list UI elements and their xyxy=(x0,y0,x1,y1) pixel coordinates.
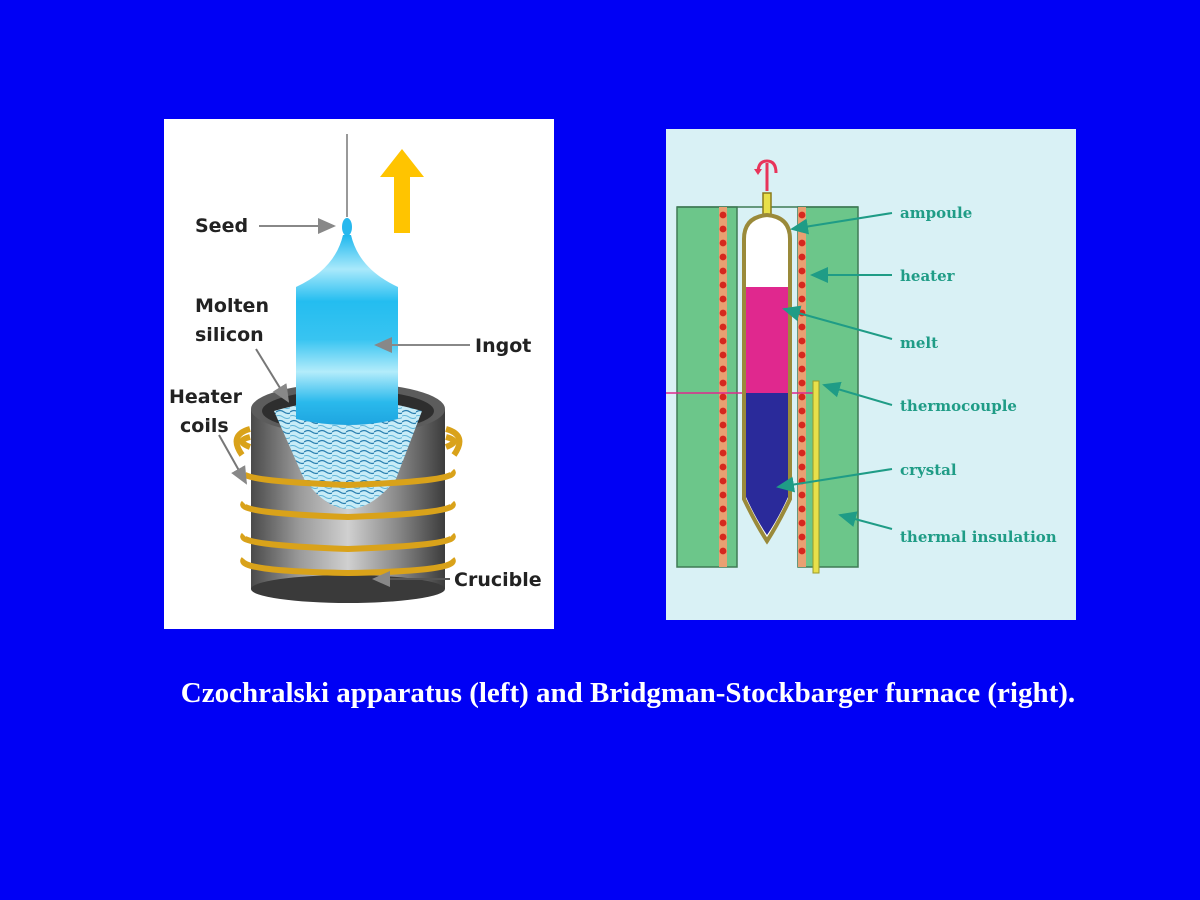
heater-dot xyxy=(798,253,806,261)
thermocouple-pointer xyxy=(822,381,893,406)
label-thermocouple: thermocouple xyxy=(900,397,1017,415)
ampoule-pointer xyxy=(790,212,893,235)
heater-dot xyxy=(719,239,727,247)
heater-dot xyxy=(798,449,806,457)
insulation-pointer xyxy=(838,511,893,530)
heater-dot xyxy=(719,351,727,359)
heater-dot xyxy=(719,337,727,345)
label-heater-2: coils xyxy=(180,415,229,437)
heater-dot xyxy=(719,463,727,471)
heater-dot xyxy=(719,323,727,331)
label-heater: heater xyxy=(900,267,956,285)
heater-dot xyxy=(798,281,806,289)
melt-pointer xyxy=(782,305,893,340)
heater-dot xyxy=(719,407,727,415)
heater-dot xyxy=(798,519,806,527)
label-crucible: Crucible xyxy=(454,569,542,591)
seed-icon xyxy=(342,218,352,236)
bridgman-svg: ampoule heater melt thermocouple crystal… xyxy=(666,159,1057,574)
heater-dot xyxy=(719,505,727,513)
heater-dot xyxy=(798,365,806,373)
heater-dot xyxy=(798,211,806,219)
heater-pointer xyxy=(218,434,247,485)
heater-dot xyxy=(798,295,806,303)
label-seed: Seed xyxy=(195,215,248,237)
heater-dot xyxy=(798,435,806,443)
figure-caption: Czochralski apparatus (left) and Bridgma… xyxy=(180,677,1076,709)
heater-dot xyxy=(719,491,727,499)
heater-dot xyxy=(798,337,806,345)
heater-dot xyxy=(719,435,727,443)
czochralski-diagram: Seed Molten silicon Ingot Heater coils C… xyxy=(164,119,554,629)
label-melt: melt xyxy=(900,334,938,352)
heater-dot xyxy=(719,267,727,275)
heater-dot xyxy=(798,491,806,499)
heater-dot xyxy=(719,295,727,303)
heater-dot xyxy=(719,477,727,485)
label-molten-2: silicon xyxy=(195,324,264,346)
label-heater-1: Heater xyxy=(169,386,243,408)
heater-dot xyxy=(798,351,806,359)
heater-dot xyxy=(719,211,727,219)
heater-dot xyxy=(719,519,727,527)
heater-dot xyxy=(719,547,727,555)
label-ingot: Ingot xyxy=(475,335,531,357)
bridgman-diagram: ampoule heater melt thermocouple crystal… xyxy=(666,129,1076,620)
heater-dot xyxy=(798,267,806,275)
heater-dot xyxy=(719,253,727,261)
heater-strip-right xyxy=(798,207,806,567)
czochralski-svg: Seed Molten silicon Ingot Heater coils C… xyxy=(169,134,542,603)
insulation-left xyxy=(676,206,738,568)
heater-dot xyxy=(719,379,727,387)
heater-dot xyxy=(798,533,806,541)
heater-dot xyxy=(798,379,806,387)
label-ampoule: ampoule xyxy=(900,204,972,222)
pull-up-arrow-icon xyxy=(380,149,424,233)
heater-strip-left xyxy=(719,207,727,567)
heater-dot xyxy=(798,547,806,555)
heater-dot xyxy=(719,225,727,233)
heater-dot xyxy=(719,421,727,429)
heater-dot xyxy=(719,393,727,401)
ingot-icon xyxy=(296,235,398,425)
heater-dot xyxy=(798,421,806,429)
ampoule-icon xyxy=(742,192,792,545)
label-molten-1: Molten xyxy=(195,295,269,317)
heater-dot xyxy=(798,239,806,247)
molten-pointer xyxy=(255,348,290,403)
crystal-pointer xyxy=(776,468,893,493)
heater-dot xyxy=(798,505,806,513)
heater-coils-icon xyxy=(239,434,457,577)
heater-dot xyxy=(719,533,727,541)
heater-dot xyxy=(798,407,806,415)
rotation-icon xyxy=(754,159,778,191)
label-thermal-insulation: thermal insulation xyxy=(900,528,1057,546)
heater-dot xyxy=(719,309,727,317)
heater-dot xyxy=(719,365,727,373)
heater-dot xyxy=(798,463,806,471)
heater-icon xyxy=(719,211,806,555)
label-crystal: crystal xyxy=(900,461,957,479)
heater-dot xyxy=(798,393,806,401)
heater-dot xyxy=(719,449,727,457)
heater-dot xyxy=(798,323,806,331)
thermocouple-icon xyxy=(812,380,820,574)
heater-dot xyxy=(719,281,727,289)
